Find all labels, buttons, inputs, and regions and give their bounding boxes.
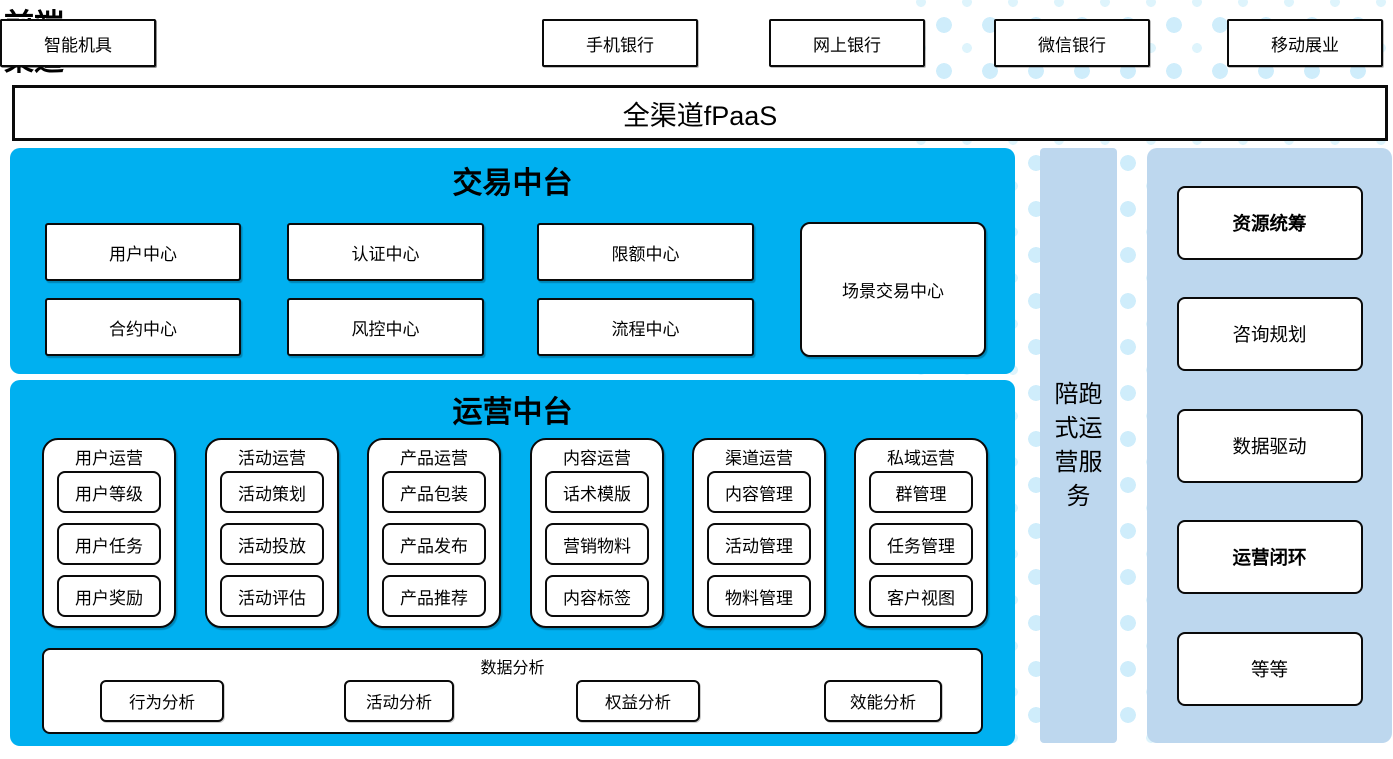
ops-group-private-domain-operation: 私域运营 群管理 任务管理 客户视图: [854, 438, 988, 628]
ops-item: 内容管理: [707, 471, 811, 513]
channel-box-smart-devices: 智能机具: [0, 19, 156, 67]
service-column: 资源统筹 咨询规划 数据驱动 运营闭环 等等: [1147, 148, 1392, 743]
trade-platform-panel: 交易中台 用户中心 认证中心 限额中心 合约中心 风控中心 流程中心 场景交易中…: [10, 148, 1015, 374]
ops-item: 客户视图: [869, 575, 973, 617]
analysis-item-efficiency: 效能分析: [824, 680, 942, 722]
center-box-contract: 合约中心: [45, 298, 241, 356]
ops-group-product-operation: 产品运营 产品包装 产品发布 产品推荐: [367, 438, 501, 628]
operations-platform-panel: 运营中台 用户运营 用户等级 用户任务 用户奖励 活动运营 活动策划 活动投放 …: [10, 380, 1015, 746]
service-box-consulting-planning: 咨询规划: [1176, 297, 1363, 371]
ops-item: 活动策划: [220, 471, 324, 513]
center-box-process: 流程中心: [537, 298, 754, 356]
ops-group-channel-operation: 渠道运营 内容管理 活动管理 物料管理: [692, 438, 826, 628]
ops-item: 内容标签: [545, 575, 649, 617]
channel-box-online-banking: 网上银行: [769, 19, 925, 67]
center-box-user: 用户中心: [45, 223, 241, 281]
service-box-etc: 等等: [1176, 631, 1363, 706]
ops-item: 用户奖励: [57, 575, 161, 617]
companion-operation-service-label: 陪跑式运营服务: [1054, 380, 1103, 510]
ops-group-title: 活动运营: [238, 449, 306, 468]
ops-item: 任务管理: [869, 523, 973, 565]
channel-box-mobile-marketing: 移动展业: [1227, 19, 1383, 67]
center-box-scene-trade: 场景交易中心: [800, 222, 986, 357]
trade-platform-title: 交易中台: [452, 167, 573, 200]
service-box-data-driven: 数据驱动: [1176, 408, 1363, 483]
ops-group-title: 私域运营: [887, 449, 955, 468]
ops-item: 群管理: [869, 471, 973, 513]
ops-item: 话术模版: [545, 471, 649, 513]
companion-operation-service-bar: 陪跑式运营服务: [1040, 148, 1117, 743]
channel-box-mobile-banking: 手机银行: [542, 19, 698, 67]
analysis-item-activity: 活动分析: [344, 680, 454, 722]
ops-item: 产品推荐: [382, 575, 486, 617]
ops-item: 产品包装: [382, 471, 486, 513]
ops-group-title: 内容运营: [563, 449, 631, 468]
ops-item: 活动管理: [707, 523, 811, 565]
ops-group-content-operation: 内容运营 话术模版 营销物料 内容标签: [530, 438, 664, 628]
ops-group-title: 用户运营: [75, 449, 143, 468]
ops-group-title: 产品运营: [400, 449, 468, 468]
ops-group-title: 渠道运营: [725, 449, 793, 468]
service-box-resource-coordination: 资源统筹: [1176, 185, 1363, 260]
analysis-item-benefit: 权益分析: [576, 680, 700, 722]
ops-item: 营销物料: [545, 523, 649, 565]
service-box-operation-loop: 运营闭环: [1176, 520, 1363, 594]
ops-item: 用户等级: [57, 471, 161, 513]
data-analysis-title: 数据分析: [480, 660, 545, 677]
ops-group-activity-operation: 活动运营 活动策划 活动投放 活动评估: [205, 438, 339, 628]
analysis-item-behavior: 行为分析: [100, 680, 224, 722]
ops-item: 活动评估: [220, 575, 324, 617]
center-box-risk-control: 风控中心: [287, 298, 484, 356]
ops-item: 用户任务: [57, 523, 161, 565]
ops-item: 物料管理: [707, 575, 811, 617]
ops-group-user-operation: 用户运营 用户等级 用户任务 用户奖励: [42, 438, 176, 628]
ops-item: 产品发布: [382, 523, 486, 565]
center-box-limit: 限额中心: [537, 223, 754, 281]
ops-item: 活动投放: [220, 523, 324, 565]
operations-platform-title: 运营中台: [452, 396, 573, 429]
data-analysis-box: 数据分析 行为分析 活动分析 权益分析 效能分析: [42, 648, 983, 734]
omni-channel-fpaas-bar: 全渠道fPaaS: [12, 85, 1388, 141]
center-box-authentication: 认证中心: [287, 223, 484, 281]
channel-box-wechat-banking: 微信银行: [994, 19, 1150, 67]
